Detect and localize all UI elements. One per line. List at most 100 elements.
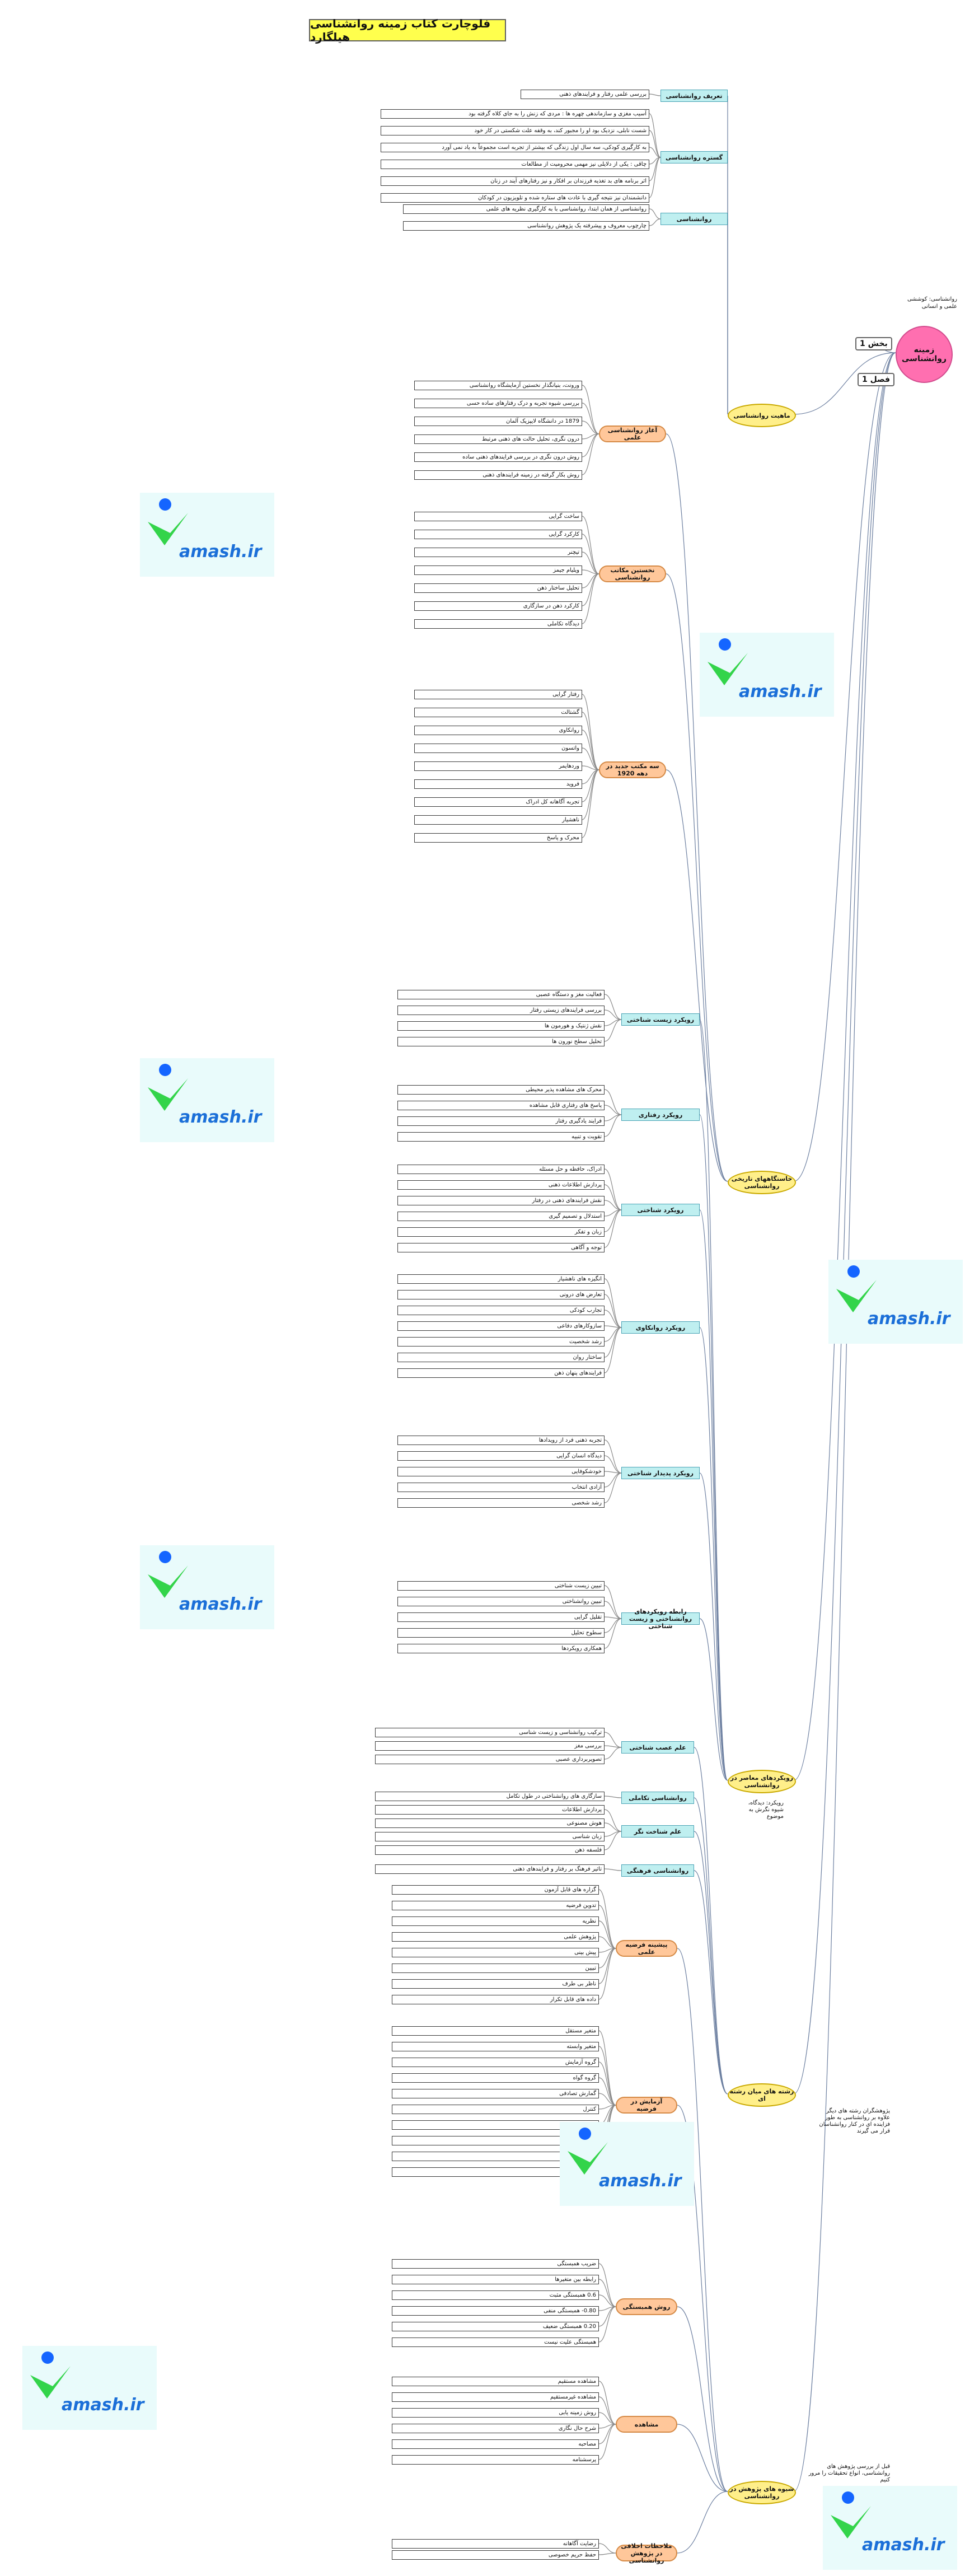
topic-box[interactable]: پیشینه فرضیه علمی [616,1940,677,1957]
leaf-item[interactable]: رضایت آگاهانه [392,2539,599,2549]
leaf-item[interactable]: ساخت گرایی [414,512,582,521]
leaf-item[interactable]: دیدگاه انسان گرایی [397,1451,605,1461]
topic-box[interactable]: سه مکتب جدید در دهه 1920 [599,761,666,778]
chapter-nature-of-psychology[interactable]: ماهیت روانشناسی [728,404,796,427]
leaf-item[interactable]: گروه گواه [392,2073,599,2083]
leaf-item[interactable]: روش بکار گرفته در زمینه فرایندهای ذهنی [414,470,582,480]
leaf-item[interactable]: نقش فرایندهای ذهنی در رفتار [397,1196,605,1205]
leaf-item[interactable]: به کارگیری کودکی، سه سال اول زندگی که بی… [381,143,649,152]
leaf-item[interactable]: همبستگی علیت نیست [392,2337,599,2347]
leaf-item[interactable]: ناهشیار [414,815,582,825]
leaf-item[interactable]: ترکیب روانشناسی و زیست شناسی [375,1728,605,1737]
leaf-item[interactable]: سازوکارهای دفاعی [397,1321,605,1331]
leaf-item[interactable]: متغیر وابسته [392,2042,599,2051]
leaf-item[interactable]: استدلال و تصمیم گیری [397,1212,605,1221]
subtopic-box[interactable]: روانشناسی [660,213,728,225]
leaf-item[interactable]: تجربه آگاهانه کل ادراک [414,797,582,807]
leaf-item[interactable]: ضریب همبستگی [392,2259,599,2269]
leaf-item[interactable]: وردهایمر [414,761,582,771]
subtopic-box[interactable]: رابطه رویکردهای روانشناختی و زیست شناختی [621,1608,700,1630]
subtopic-box[interactable]: رویکرد روانکاوی [621,1321,700,1334]
subtopic-box[interactable]: رویکرد زیست شناختی [621,1013,700,1026]
topic-box[interactable]: نخستین مکاتب روانشناسی [599,565,666,582]
leaf-item[interactable]: فرایندهای پنهان ذهن [397,1368,605,1378]
subtopic-box[interactable]: رویکرد شناختی [621,1204,700,1216]
leaf-item[interactable]: تصویربرداری عصبی [375,1755,605,1764]
leaf-item[interactable]: ادراک، حافظه و حل مسئله [397,1165,605,1174]
leaf-item[interactable]: تحلیل سطح نورون ها [397,1037,605,1046]
leaf-item[interactable]: پرسشنامه [392,2455,599,2465]
leaf-item[interactable]: واتسون [414,744,582,753]
leaf-item[interactable]: روانشناسی از همان ابتدا، روانشناسی با به… [403,204,649,214]
leaf-item[interactable]: دیدگاه تکاملی [414,619,582,629]
subtopic-box[interactable]: رویکرد رفتاری [621,1109,700,1121]
leaf-item[interactable]: ویلیام جیمز [414,565,582,575]
leaf-item[interactable]: انگیزه های ناهشیار [397,1274,605,1284]
leaf-item[interactable]: همکاری رویکردها [397,1644,605,1653]
topic-box[interactable]: آغاز روانشناسی علمی [599,426,666,442]
topic-box[interactable]: مشاهده [616,2416,677,2433]
leaf-item[interactable]: 1879 در دانشگاه لایپزیک آلمان [414,417,582,426]
root-node[interactable]: زمینه روانشناسی [896,326,953,383]
chapter-historical-origins[interactable]: خاستگاههای تاریخی روانشناسی [728,1171,796,1194]
leaf-item[interactable]: تدوین فرضیه [392,1901,599,1910]
leaf-item[interactable]: چارچوب معروف و پیشرفته یک پژوهش روانشناس… [403,221,649,231]
leaf-item[interactable]: رشد شخصیت [397,1337,605,1347]
leaf-item[interactable]: پاسخ های رفتاری قابل مشاهده [397,1101,605,1110]
leaf-item[interactable]: رفتار گرایی [414,690,582,699]
leaf-item[interactable]: گزاره های قابل آزمون [392,1885,599,1895]
subtopic-box[interactable]: تعریف روانشناسی [660,90,728,102]
leaf-item[interactable]: 0.80- همبستگی منفی [392,2306,599,2316]
leaf-item[interactable]: پیش بینی [392,1948,599,1957]
chapter-contemporary-approaches[interactable]: رویکردهای معاصر در روانشناسی [728,1770,796,1793]
leaf-item[interactable]: زبان شناسی [375,1832,605,1841]
leaf-item[interactable]: سازگاری های روانشناختی در طول تکامل [375,1792,605,1801]
leaf-item[interactable]: تقویت و تنبیه [397,1132,605,1142]
leaf-item[interactable]: رابطه بین متغیرها [392,2275,599,2284]
leaf-item[interactable]: روش زمینه یابی [392,2408,599,2418]
chapter-research-methods[interactable]: شیوه های پژوهش در روانشناسی [728,2481,796,2504]
leaf-item[interactable]: چاقی : یکی از دلایلی نیز مهمی محرومیت از… [381,160,649,169]
leaf-item[interactable]: بررسی شیوه تجربه و درک رفتارهای ساده حسی [414,399,582,408]
leaf-item[interactable]: فرایند یادگیری رفتار [397,1116,605,1126]
chapter-interdisciplinary-fields[interactable]: رشته های میان رشته ای [728,2083,796,2107]
leaf-item[interactable]: زبان و تفکر [397,1227,605,1237]
leaf-item[interactable]: رشد شخصی [397,1498,605,1508]
leaf-item[interactable]: مشاهده غیرمستقیم [392,2392,599,2402]
subtopic-box[interactable]: علم عصب شناختی [621,1741,694,1754]
leaf-item[interactable]: فلسفه ذهن [375,1845,605,1855]
leaf-item[interactable]: پژوهش علمی [392,1932,599,1942]
leaf-item[interactable]: ساختار روان [397,1353,605,1362]
leaf-item[interactable]: آزادی انتخاب [397,1483,605,1492]
leaf-item[interactable]: هوش مصنوعی [375,1818,605,1828]
leaf-item[interactable]: تقلیل گرایی [397,1612,605,1622]
leaf-item[interactable]: تعارض های درونی [397,1290,605,1299]
leaf-item[interactable]: محرک های مشاهده پذیر محیطی [397,1085,605,1095]
leaf-item[interactable]: اثر برنامه های بد تغذیه فرزندان بر افکار… [381,176,649,186]
topic-box[interactable]: آزمایش در فرضیه [616,2097,677,2114]
leaf-item[interactable]: خودشکوفایی [397,1467,605,1476]
leaf-item[interactable]: کارکرد گرایی [414,530,582,539]
leaf-item[interactable]: نظریه [392,1916,599,1926]
leaf-item[interactable]: روش درون نگری در بررسی فرایندهای ذهنی سا… [414,452,582,462]
leaf-item[interactable]: شست نابلی، نزدیک بود او را مجبور کند، به… [381,126,649,135]
leaf-item[interactable]: مشاهده مستقیم [392,2377,599,2386]
leaf-item[interactable]: محرک و پاسخ [414,833,582,843]
leaf-item[interactable]: تاثیر فرهنگ بر رفتار و فرایندهای ذهنی [375,1864,605,1874]
leaf-item[interactable]: پردازش اطلاعات [375,1805,605,1815]
leaf-item[interactable]: حفظ حریم خصوصی [392,2550,599,2560]
leaf-item[interactable]: مصاحبه [392,2439,599,2449]
leaf-item[interactable]: ورونت، بنیانگذار نخستین آزمایشگاه روانشن… [414,381,582,390]
leaf-item[interactable]: سطوح تحلیل [397,1628,605,1638]
leaf-item[interactable]: تبیین [392,1963,599,1973]
leaf-item[interactable]: ناظر بی طرف [392,1979,599,1989]
leaf-item[interactable]: 0.20 همبستگی ضعیف [392,2322,599,2331]
leaf-item[interactable]: بررسی مغز [375,1741,605,1751]
subtopic-box[interactable]: علم شناخت نگر [621,1825,694,1838]
leaf-item[interactable]: تبیین روانشناختی [397,1597,605,1606]
leaf-item[interactable]: گمارش تصادفی [392,2089,599,2098]
leaf-item[interactable]: متغیر مستقل [392,2026,599,2036]
topic-box[interactable]: ملاحظات اخلاقی در پژوهش روانشناسی [616,2542,677,2564]
leaf-item[interactable]: شرح حال نگاری [392,2424,599,2433]
leaf-item[interactable]: درون نگری، تحلیل حالت های ذهنی مرتبط [414,434,582,444]
